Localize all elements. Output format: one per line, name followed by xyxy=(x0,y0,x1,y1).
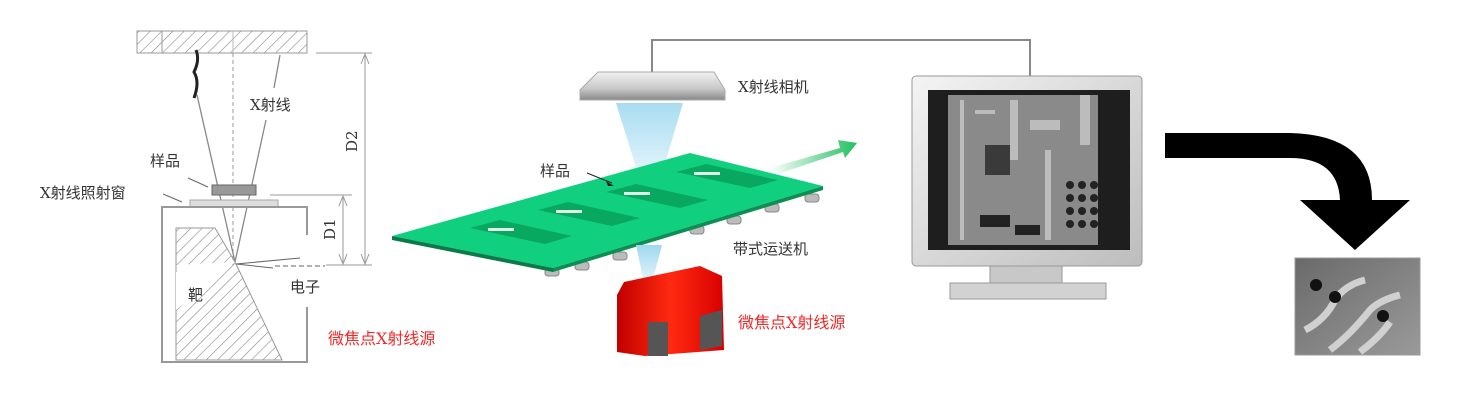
upper-beam xyxy=(616,103,683,180)
xray-window xyxy=(189,199,279,208)
sample xyxy=(211,184,257,196)
camera-label: X射线相机 xyxy=(738,78,809,96)
solder-joint-photo xyxy=(1294,257,1421,356)
source-label-middle: 微焦点X射线源 xyxy=(738,313,845,332)
sample-label-middle: 样品 xyxy=(540,162,570,180)
electron-label: 电子 xyxy=(290,278,320,296)
microfocus-xray-source xyxy=(617,266,724,356)
green-direction-arrow xyxy=(770,140,857,175)
source-label-left: 微焦点X射线源 xyxy=(328,329,435,348)
conveyor-rollers xyxy=(544,193,820,277)
pcb-components xyxy=(470,164,778,244)
source-housing xyxy=(161,206,308,363)
pcb-board xyxy=(392,153,823,268)
d2-label: D2 xyxy=(343,130,361,152)
microfocus-schematic: X射线 D2 D1 样品 X射线照射窗 靶 电子 微焦点X射线源 xyxy=(40,30,435,363)
detector-plate xyxy=(136,30,308,54)
monitor xyxy=(911,75,1143,300)
conveyor-inspection: X射线相机 样品 带式运送机 xyxy=(392,39,1031,356)
lower-beam xyxy=(636,245,662,283)
monitor-base xyxy=(949,282,1107,300)
signal-cable xyxy=(651,39,1031,76)
xray-label: X射线 xyxy=(250,96,291,114)
electron-beam xyxy=(235,257,301,269)
cable xyxy=(192,49,200,99)
window-label: X射线照射窗 xyxy=(40,184,126,202)
target-label: 靶 xyxy=(188,286,203,304)
result-arrow xyxy=(1165,133,1410,250)
sample-label: 样品 xyxy=(150,152,180,170)
monitor-stand xyxy=(989,265,1063,285)
d1-label: D1 xyxy=(321,218,339,240)
xray-camera xyxy=(579,71,726,101)
xray-beam-left xyxy=(196,94,236,263)
conveyor-label: 带式运送机 xyxy=(733,240,808,258)
